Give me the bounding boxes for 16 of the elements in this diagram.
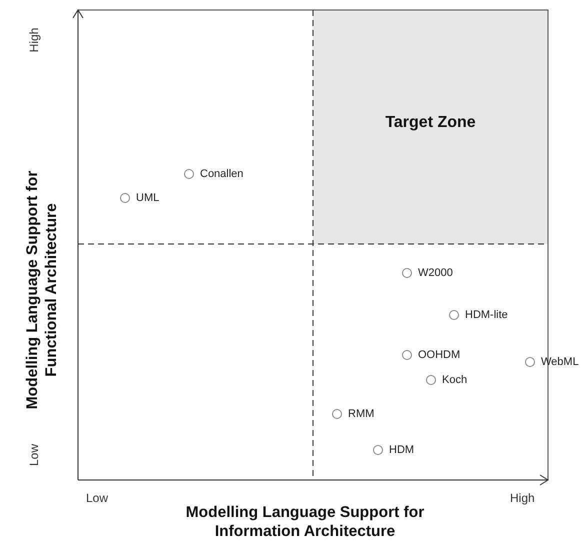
axis-tick-label: Low — [27, 444, 41, 466]
axis-title: Modelling Language Support for Functional Architecture — [23, 170, 61, 412]
axis-tick-label: High — [510, 491, 535, 505]
target-zone-area — [313, 10, 548, 244]
zone-title: Target Zone — [385, 114, 476, 131]
axis-tick-label: High — [27, 28, 41, 52]
axis-tick-label: Low — [86, 491, 108, 505]
axis-title: Modelling Language Support for Information Architecture — [184, 503, 426, 541]
point-label: UML — [136, 192, 160, 204]
point-label: HDM-lite — [465, 309, 508, 321]
point-label: Koch — [442, 374, 468, 386]
point-label: OOHDM — [418, 349, 460, 361]
point-label: RMM — [348, 408, 374, 420]
point-label: Conallen — [200, 168, 244, 180]
point-label: HDM — [389, 444, 414, 456]
point-label: W2000 — [418, 267, 453, 279]
